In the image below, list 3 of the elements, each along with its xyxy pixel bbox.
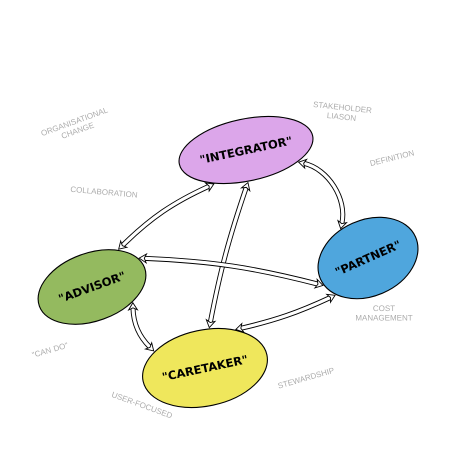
side-note: "CAN DO" bbox=[32, 342, 68, 356]
side-note: COLLABORATION bbox=[70, 186, 138, 198]
side-note: STAKEHOLDER LIASON bbox=[313, 102, 372, 121]
